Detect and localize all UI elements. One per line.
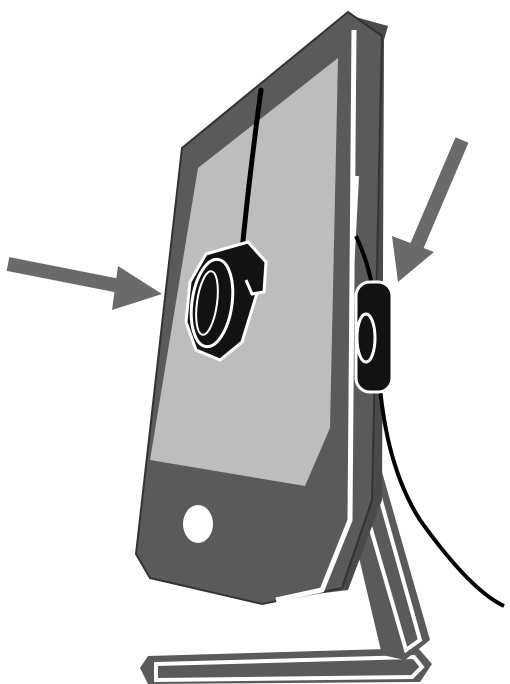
pointer-arrow-left-icon [8,264,162,310]
pointer-arrow-right-icon [392,140,462,282]
front-logo-icon [183,505,213,543]
inline-controller-icon [356,282,392,392]
